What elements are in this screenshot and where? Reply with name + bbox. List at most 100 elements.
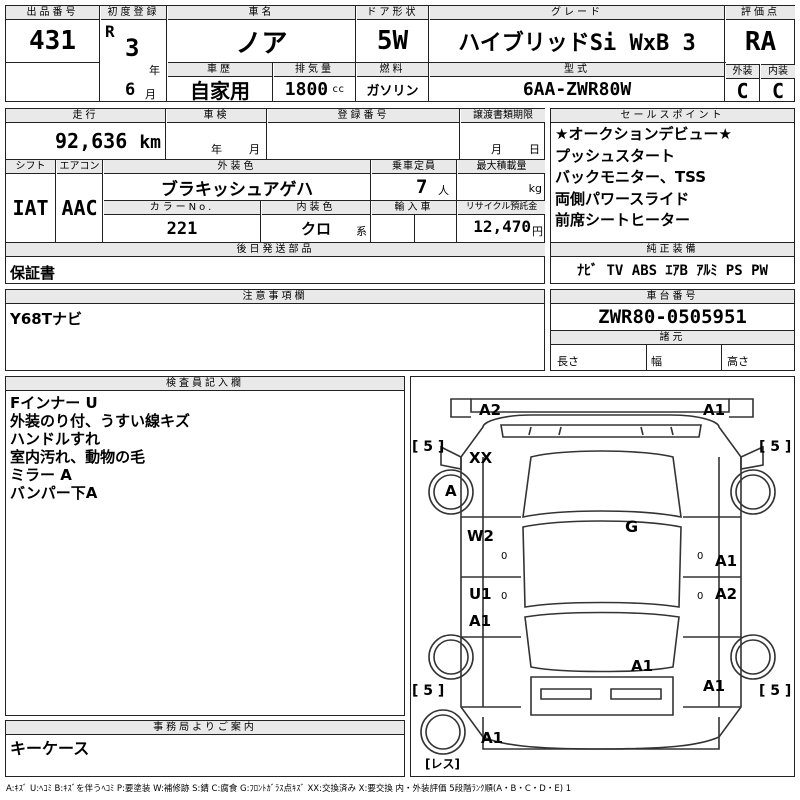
equipment-label: 純正装備 <box>551 243 794 257</box>
car-name: ノア <box>235 28 288 59</box>
car-outline-diagram <box>420 398 776 755</box>
mark-right-quarter: A1 <box>703 677 726 695</box>
sales-point: ★オークションデビュー★ <box>555 125 732 143</box>
equipment-cell: 純正装備 ﾅﾋﾞ TV ABS ｴｱB ｱﾙﾐ PS PW <box>551 242 794 283</box>
int-grade-label: 内装 <box>761 65 795 79</box>
fuel-cell: 燃料 ガソリン <box>357 63 429 102</box>
recycle: 12,470 <box>473 217 531 236</box>
history-label: 車歴 <box>168 63 272 77</box>
mark-left-rear-door-lower: A1 <box>469 612 492 630</box>
later-parts-cell: 後日発送部品 保証書 <box>6 243 545 284</box>
zero-marker: 0 <box>501 591 508 602</box>
seats: 7 <box>416 176 428 198</box>
grade-label: グレード <box>430 6 724 20</box>
door-cell: ドア形状 5W <box>357 6 429 62</box>
rear-bumper <box>482 717 720 750</box>
mark-windshield: G <box>625 517 639 536</box>
displacement-cell: 排気量 1800 cc <box>274 63 356 102</box>
mark-front-bumper-left: A2 <box>479 401 502 419</box>
score-cell: 評価点 RA <box>726 6 795 64</box>
displacement-unit: cc <box>332 84 345 95</box>
mark-left-fender: XX <box>469 449 493 467</box>
office-block: 事務局よりご案内 キーケース <box>5 720 405 777</box>
grade: ハイブリッドSi WxB 3 <box>458 31 696 56</box>
dims-label: 諸元 <box>551 330 794 345</box>
model-cell: 型式 6AA-ZWR80W <box>430 63 725 102</box>
mark-right-front-door: A1 <box>715 552 738 570</box>
seats-cell: 乗車定員 7 人 <box>372 160 457 200</box>
mark-front-bumper-right: A1 <box>703 401 726 419</box>
score-label: 評価点 <box>726 6 795 20</box>
vehicle-info-block: 走行 92,636 km 車検 年 月 登録番号 譲渡書類期限 月 日 シフト … <box>5 108 545 284</box>
spare-tire-label: [レス] <box>425 757 460 771</box>
load-unit: kg <box>528 182 542 195</box>
shift-label: シフト <box>6 160 55 174</box>
tire-front-left-tread: [ 5 ] <box>412 439 445 455</box>
mark-left-rear-door-upper: U1 <box>469 585 492 603</box>
color-no-cell: カラーNo. 221 <box>104 201 261 242</box>
legend: A:ｷｽﾞ U:ﾍｺﾐ B:ｷｽﾞを伴うﾍｺﾐ P:要塗装 W:補修跡 S:錆 … <box>6 784 572 794</box>
inspection-label: 車検 <box>167 109 266 123</box>
tire-front-right <box>730 469 776 515</box>
sales-point: バックモニター、TSS <box>555 168 707 186</box>
mark-left-mirror: A <box>445 482 457 500</box>
notes-block: 注意事項欄 Y68Tナビ <box>5 289 545 371</box>
later-parts: 保証書 <box>10 264 56 282</box>
inspector-block: 検査員記入欄 Fインナー U 外装のり付、うすい線キズ ハンドルすれ 室内汚れ、… <box>5 376 405 716</box>
ac-cell: エアコン AAC <box>57 160 103 242</box>
mark-left-front-door: W2 <box>467 527 494 545</box>
ac: AAC <box>61 196 98 220</box>
inspector-line: バンパー下A <box>10 484 98 502</box>
history: 自家用 <box>190 79 250 103</box>
rear-window <box>524 611 680 673</box>
recycle-cell: リサイクル預託金 12,470 円 <box>458 201 545 242</box>
lot-label: 出品番号 <box>6 6 99 20</box>
inspector-line: 室内汚れ、動物の毛 <box>10 448 146 466</box>
tire-rear-right-tread: [ 5 ] <box>759 683 792 699</box>
load-cell: 最大積載量 kg <box>458 160 545 200</box>
mileage-unit: km <box>139 132 161 153</box>
recycle-label: リサイクル預託金 <box>458 201 545 215</box>
lot-cell: 出品番号 431 <box>6 6 100 62</box>
reg-month: 6 <box>125 80 136 100</box>
height-label: 高さ <box>727 355 749 368</box>
color-label: 外装色 <box>104 160 370 174</box>
body-outline <box>460 414 742 750</box>
reg-no-label: 登録番号 <box>268 109 459 123</box>
recycle-unit: 円 <box>532 225 543 238</box>
first-reg-label: 初度登録 <box>101 6 166 20</box>
lot-blank <box>6 62 100 102</box>
reg-year: 3 <box>125 34 140 62</box>
import-cell: 輸入車 <box>372 201 457 242</box>
inspection-year-unit: 年 <box>211 143 222 156</box>
ext-grade: C <box>736 79 749 103</box>
sales-points-label: セールスポイント <box>551 109 794 123</box>
import-label: 輸入車 <box>372 201 456 215</box>
damage-diagram: A2 A1 XX A G W2 A1 U1 A2 A1 A1 A1 A1 [ 5… <box>410 376 795 777</box>
mark-right-rear-door: A2 <box>715 585 738 603</box>
color-no: 221 <box>166 218 198 239</box>
mark-rear-bumper: A1 <box>481 729 504 747</box>
shift: IAT <box>12 196 49 220</box>
notes: Y68Tナビ <box>10 310 82 328</box>
equipment: ﾅﾋﾞ TV ABS ｴｱB ｱﾙﾐ PS PW <box>577 263 768 279</box>
zero-marker: 0 <box>697 591 704 602</box>
interior-color-label: 内装色 <box>262 201 370 215</box>
tire-rear-right <box>730 634 776 680</box>
mileage: 92,636 <box>55 129 128 153</box>
sales-point: 両側パワースライド <box>555 189 690 208</box>
notes-label: 注意事項欄 <box>6 290 544 304</box>
tailgate <box>530 676 674 716</box>
car-name-label: 車名 <box>168 6 355 20</box>
model: 6AA-ZWR80W <box>522 79 632 100</box>
roof <box>522 520 682 608</box>
chassis-number: ZWR80-0505951 <box>598 306 747 328</box>
mileage-label: 走行 <box>6 109 165 123</box>
car-name-cell: 車名 ノア <box>168 6 356 62</box>
shift-cell: シフト IAT <box>6 160 56 242</box>
mark-tailgate: A1 <box>631 657 654 675</box>
sales-points-list: ★オークションデビュー★ プッシュスタート バックモニター、TSS 両側パワース… <box>551 123 794 232</box>
history-cell: 車歴 自家用 <box>168 63 273 103</box>
spare-tire <box>420 709 466 755</box>
front-bumper <box>470 398 730 413</box>
